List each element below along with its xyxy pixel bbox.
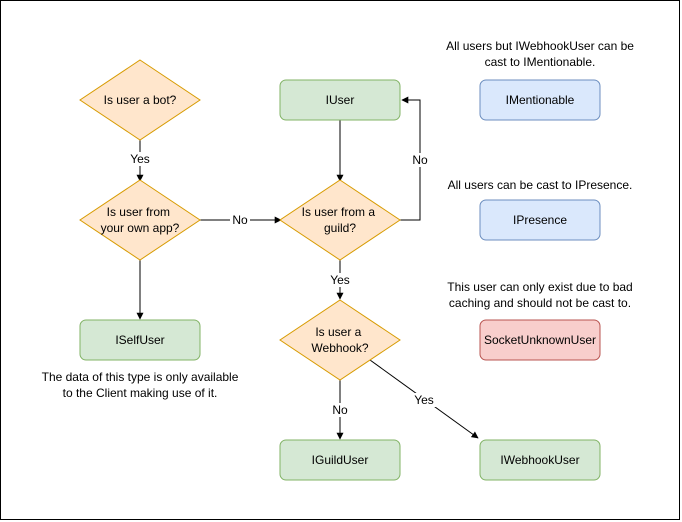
box-iwebhookuser-label: IWebhookUser	[500, 453, 579, 467]
edge-label-webhook-no: No	[332, 403, 348, 417]
edge-label-ownapp-no: No	[232, 213, 248, 227]
decision-is-bot-label: Is user a bot?	[104, 93, 177, 107]
decision-is-bot[interactable]: Is user a bot?	[79, 59, 201, 141]
edge-label-webhook-yes: Yes	[414, 393, 434, 407]
decision-own-app-label: Is user from your own app?	[101, 205, 180, 235]
box-iuser-label: IUser	[326, 93, 355, 107]
edge-label-bot-yes: Yes	[130, 152, 150, 166]
box-ipresence-label: IPresence	[513, 213, 567, 227]
note-mentionable: All users but IWebhookUser can be cast t…	[446, 39, 634, 69]
edge-labels: Yes No No Yes No Yes	[128, 152, 436, 417]
box-ipresence[interactable]: IPresence	[479, 199, 601, 241]
note-unknown: This user can only exist due to bad cach…	[447, 280, 633, 310]
box-iwebhookuser[interactable]: IWebhookUser	[479, 439, 601, 481]
decision-from-guild[interactable]: Is user from a guild?	[279, 179, 401, 261]
decision-from-guild-label: Is user from a guild?	[302, 205, 379, 235]
decision-own-app[interactable]: Is user from your own app?	[79, 179, 201, 261]
note-selfuser: The data of this type is only available …	[41, 370, 239, 400]
decision-webhook-label: Is user a Webhook?	[311, 325, 368, 355]
note-presence: All users can be cast to IPresence.	[447, 178, 633, 192]
decision-webhook[interactable]: Is user a Webhook?	[279, 299, 401, 381]
box-iguilduser[interactable]: IGuildUser	[279, 439, 401, 481]
box-imentionable-label: IMentionable	[506, 93, 575, 107]
box-iselfuser-label: ISelfUser	[115, 333, 164, 347]
box-iuser[interactable]: IUser	[279, 79, 401, 121]
box-imentionable[interactable]: IMentionable	[479, 79, 601, 121]
edge-label-guild-no: No	[412, 153, 428, 167]
box-iguilduser-label: IGuildUser	[312, 453, 369, 467]
box-iselfuser[interactable]: ISelfUser	[79, 319, 201, 361]
box-socketunknownuser[interactable]: SocketUnknownUser	[479, 319, 601, 361]
edge-label-guild-yes: Yes	[330, 273, 350, 287]
box-socketunknownuser-label: SocketUnknownUser	[484, 333, 596, 347]
